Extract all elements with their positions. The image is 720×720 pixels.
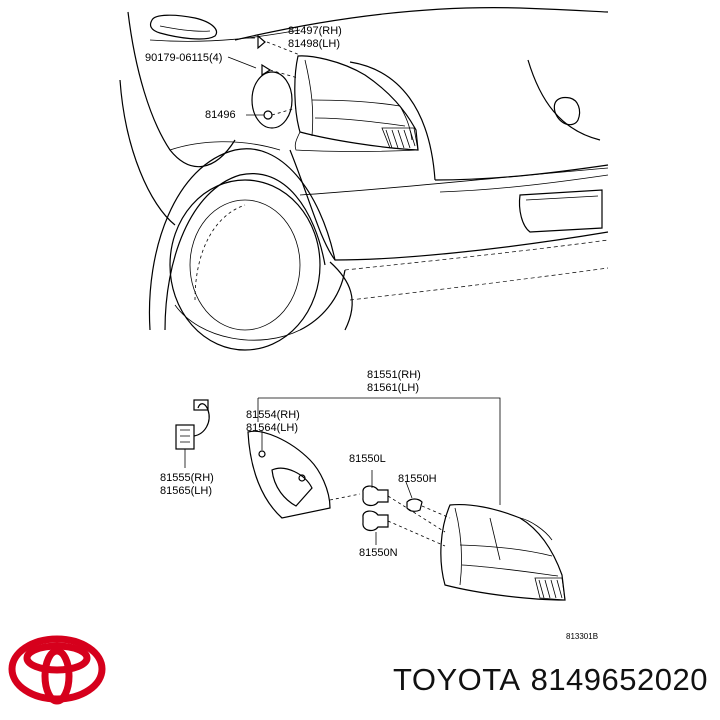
label-81496: 81496	[205, 109, 236, 121]
label-81555: 81555(RH)	[160, 472, 214, 484]
label-81564: 81564(LH)	[246, 422, 298, 434]
callout-labels: 81497(RH) 81498(LH) 90179-06115(4) 81496…	[145, 25, 598, 641]
label-81550N: 81550N	[359, 547, 398, 559]
car-body-illustration	[119, 7, 609, 351]
label-90179: 90179-06115(4)	[145, 52, 222, 64]
label-81565: 81565(LH)	[160, 485, 212, 497]
toyota-logo	[8, 635, 106, 705]
part-number: 8149652020	[530, 662, 708, 697]
footer-caption: TOYOTA 8149652020	[393, 662, 708, 698]
label-81497: 81497(RH)	[288, 25, 342, 37]
reference-code: 813301B	[566, 632, 598, 641]
brand-name: TOYOTA	[392, 662, 521, 697]
label-81550H: 81550H	[398, 473, 437, 485]
label-81551: 81551(RH)	[367, 369, 421, 381]
label-81498: 81498(LH)	[288, 38, 340, 50]
exploded-view	[175, 397, 566, 601]
label-81554: 81554(RH)	[246, 409, 300, 421]
label-81561: 81561(LH)	[367, 382, 419, 394]
tail-lamp-on-car	[294, 55, 419, 152]
label-81550L: 81550L	[349, 453, 386, 465]
